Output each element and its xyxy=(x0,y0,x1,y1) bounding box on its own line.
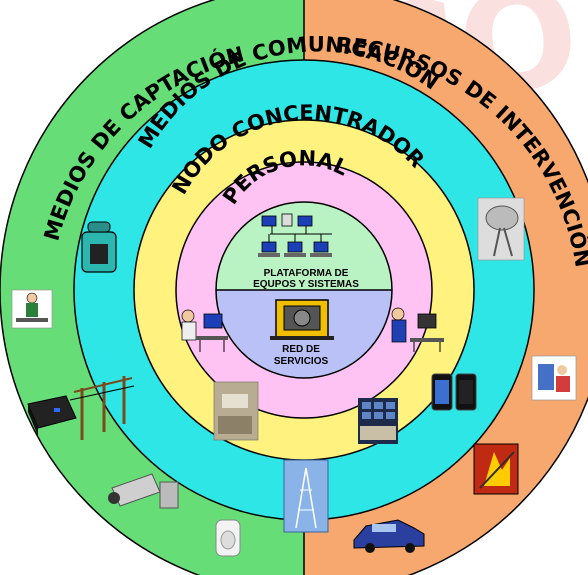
room-photo-icon xyxy=(213,381,259,441)
generator-icon xyxy=(270,299,334,340)
office-worker-icon xyxy=(11,289,53,329)
radio-tower-icon xyxy=(283,459,329,533)
operator-left-icon xyxy=(181,309,228,352)
motion-sensor-icon xyxy=(215,519,241,557)
monitor-wall-icon xyxy=(358,398,398,444)
core-border xyxy=(215,201,393,379)
services-label-line2: SERVICIOS xyxy=(274,356,329,367)
platform-label-line1: PLATAFORMA DE xyxy=(264,268,349,279)
desk-phone-icon xyxy=(81,221,117,273)
firefighter-icon xyxy=(473,443,519,495)
smartphones-icon xyxy=(431,373,477,411)
satellite-dish-icon xyxy=(477,197,525,261)
platform-label-line2: EQUPOS Y SISTEMAS xyxy=(253,279,359,290)
security-camera-icon xyxy=(108,473,179,509)
services-label-line1: RED DE xyxy=(282,344,320,355)
platform-core xyxy=(216,202,392,290)
dvr-recorder-icon xyxy=(27,395,77,436)
police-car-icon xyxy=(353,519,425,553)
medic-icon xyxy=(531,355,577,401)
network-computers-icon xyxy=(258,213,332,257)
operator-right-icon xyxy=(391,307,444,352)
power-poles-icon xyxy=(69,376,135,440)
